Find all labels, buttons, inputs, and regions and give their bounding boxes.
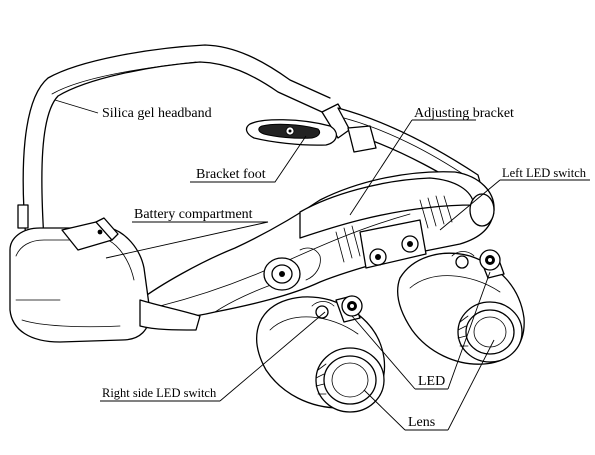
battery-compartment [9,217,201,343]
label-battery-compartment: Battery compartment [134,207,253,222]
left-eyepiece [397,249,525,365]
frame-body [137,171,495,319]
label-silica-gel-headband: Silica gel headband [102,106,212,121]
label-right-side-led-switch: Right side LED switch [102,386,217,400]
label-left-led-switch: Left LED switch [502,166,587,180]
leader-lines [54,99,590,431]
label-bracket-foot: Bracket foot [196,167,266,182]
right-eyepiece [255,295,386,413]
silica-gel-headband [17,44,353,241]
label-adjusting-bracket: Adjusting bracket [414,106,514,121]
label-led: LED [418,374,445,389]
label-lens: Lens [408,415,435,430]
bracket-foot [245,119,337,146]
